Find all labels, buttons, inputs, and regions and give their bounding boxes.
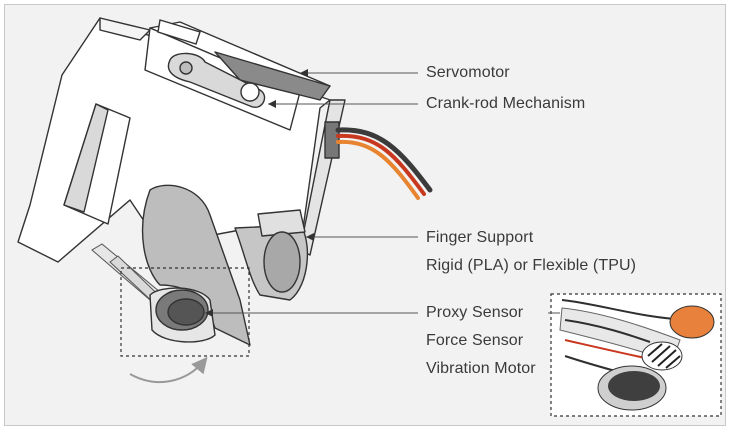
label-servomotor: Servomotor: [426, 64, 510, 81]
sensor-detail-inset: [559, 299, 715, 411]
force-sensor-disc: [669, 305, 715, 339]
fingertip-pad: [149, 287, 216, 343]
label-proxy-sensor: Proxy Sensor: [426, 304, 524, 321]
leader-lines: [205, 72, 560, 314]
label-force-sensor: Force Sensor: [426, 332, 524, 349]
leader-arrowheads: [205, 69, 314, 317]
label-crank-rod: Crank-rod Mechanism: [426, 95, 586, 112]
finger-support: [141, 184, 309, 346]
label-finger-support: Finger Support: [426, 229, 534, 246]
label-finger-support-material: Rigid (PLA) or Flexible (TPU): [426, 257, 637, 274]
label-vibration-motor: Vibration Motor: [426, 360, 536, 377]
crank-rod-linkage: [157, 19, 266, 108]
servo-wires: [335, 127, 433, 200]
curved-arrow-icon: [129, 356, 208, 384]
